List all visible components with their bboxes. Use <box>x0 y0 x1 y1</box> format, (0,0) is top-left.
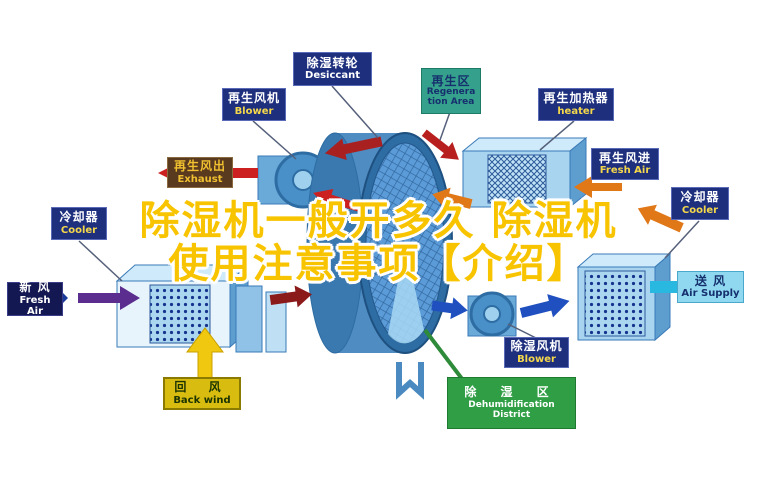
label-text-en: Back wind <box>173 394 231 406</box>
heater-to-wheel-arrow-icon <box>432 187 473 209</box>
label-text-zh: 再生风机 <box>227 91 280 106</box>
label-dehum-blower: 除湿风机 Blower <box>504 337 569 368</box>
process-air-arrow-icon <box>269 285 312 308</box>
dehum-blower-fan <box>467 291 517 337</box>
label-exhaust: 再生风出 Exhaust <box>167 157 233 188</box>
page-title: 除湿机一般开多久 除湿机 使用注意事项【介绍】 <box>0 200 757 286</box>
label-text-en: Desiccant <box>305 70 360 82</box>
label-regen-area: 再生区 Regeneration Area <box>421 68 481 114</box>
label-text-en: Air Supply <box>681 288 740 300</box>
label-text-en: Dehumidification <box>468 399 555 410</box>
fresh-air-unit <box>115 263 250 349</box>
label-fresh-air: 新 风 Fresh Air <box>7 280 63 317</box>
label-text-en: Exhaust <box>177 173 223 185</box>
label-text-zh: 除湿转轮 <box>306 55 359 70</box>
label-text-en: Fresh Air <box>19 294 51 317</box>
fresh-air-arrow-icon <box>78 286 140 310</box>
label-air-supply: 送 风 Air Supply <box>677 271 744 303</box>
label-text-zh: 除湿风机 <box>510 339 563 354</box>
ribbon-icon <box>396 362 424 400</box>
label-text-zh: 新 风 <box>19 280 51 295</box>
label-text-en: Regeneration Area <box>426 87 476 107</box>
heater-in-arrow-icon <box>574 176 622 198</box>
air-supply-unit <box>576 252 672 342</box>
label-dehum-district: 除 湿 区 Dehumidification District <box>447 377 576 429</box>
label-text-zh: 再生风出 <box>173 159 226 174</box>
label-regen-blower: 再生风机 Blower <box>222 88 286 121</box>
label-text-zh: 送 风 <box>694 273 727 288</box>
label-text-zh: 除 湿 区 <box>464 385 559 400</box>
label-text-en: heater <box>557 105 595 117</box>
label-cooler-left: 冷却器 Cooler <box>51 207 107 240</box>
desiccant-wheel-graphic <box>306 132 453 354</box>
wheel-to-fan-arrow-icon <box>431 297 468 320</box>
label-desiccant-wheel: 除湿转轮 Desiccant <box>293 52 372 86</box>
regen-area-arrow-icon <box>421 129 459 160</box>
label-regen-heater: 再生加热器 heater <box>538 88 614 121</box>
label-back-wind: 回 风 Back wind <box>163 377 241 410</box>
label-text-en: District <box>492 409 531 420</box>
title-line-2: 使用注意事项【介绍】 <box>168 241 589 287</box>
label-connectors <box>78 85 700 339</box>
label-text-en: Fresh Air <box>599 165 651 177</box>
label-text-en: Blower <box>234 105 274 117</box>
fan-to-supply-arrow-icon <box>519 294 570 318</box>
title-line-1: 除湿机一般开多久 除湿机 <box>139 198 618 244</box>
label-text-zh: 再生区 <box>431 73 471 88</box>
label-text-zh: 冷却器 <box>59 210 99 225</box>
label-text-zh: 回 风 <box>174 380 230 395</box>
label-text-zh: 再生加热器 <box>543 91 609 106</box>
cooler-in-arrow-icon <box>637 204 684 233</box>
regen-out-arrow-icon <box>324 136 383 161</box>
label-regen-fresh-air: 再生风进 Fresh Air <box>591 148 659 180</box>
label-text-en: Cooler <box>681 204 719 216</box>
label-cooler-right: 冷却器 Cooler <box>671 187 729 220</box>
return-air-arrow-icon <box>186 327 224 381</box>
label-text-en: Blower <box>517 353 556 365</box>
label-text-zh: 冷却器 <box>680 190 720 205</box>
wheel-to-blower-arrow-icon <box>313 188 361 212</box>
label-text-zh: 再生风进 <box>598 150 651 165</box>
label-text-en: Cooler <box>60 224 98 236</box>
regen-heater-unit <box>461 136 588 209</box>
duct-panels <box>235 285 287 353</box>
